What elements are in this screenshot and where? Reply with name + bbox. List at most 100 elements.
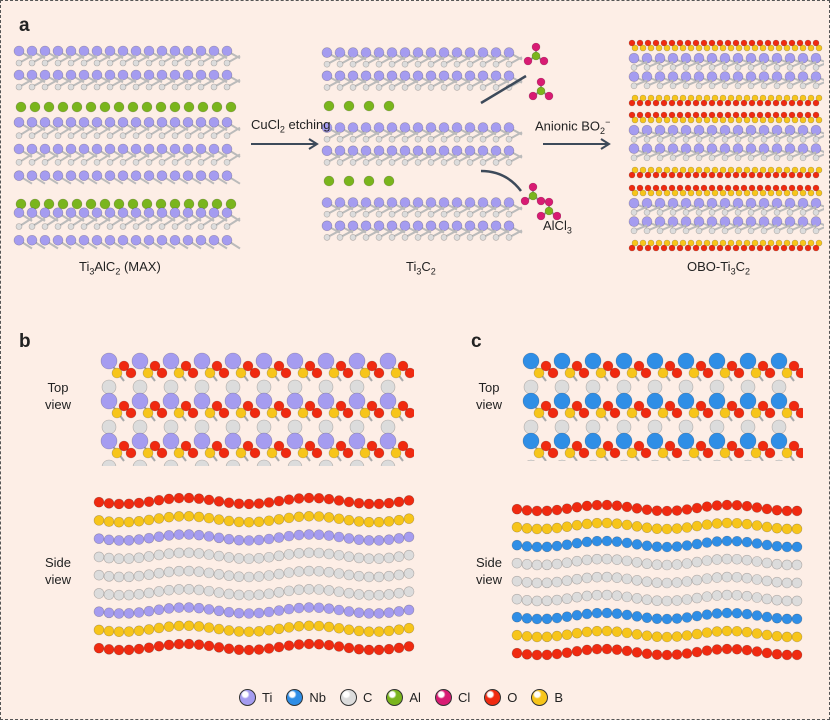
atom (223, 132, 231, 139)
atom (438, 145, 450, 157)
atom (681, 540, 693, 551)
atom (373, 407, 385, 419)
atom (636, 184, 644, 192)
atom (373, 608, 385, 619)
atom (682, 154, 690, 162)
atom (631, 647, 643, 658)
atom (526, 459, 536, 461)
atom (735, 189, 743, 197)
atom (691, 556, 703, 568)
atom (293, 529, 305, 541)
atom (243, 571, 255, 583)
atom (143, 117, 155, 128)
atom (671, 505, 683, 516)
atom (591, 571, 603, 583)
atom (505, 234, 513, 241)
atom (249, 407, 261, 419)
atom (28, 132, 36, 139)
atom (708, 432, 726, 450)
atom (333, 604, 345, 616)
atom (651, 559, 663, 570)
atom (118, 440, 130, 452)
atom (311, 447, 323, 459)
atom (788, 440, 800, 452)
atom (343, 533, 355, 544)
atom (654, 197, 666, 209)
atom (466, 84, 474, 91)
atom (113, 608, 125, 619)
atom (171, 83, 179, 91)
c-side-view-structure (511, 499, 803, 661)
atom (641, 52, 653, 64)
atom (52, 207, 64, 219)
atom (101, 419, 117, 435)
atom (654, 216, 666, 227)
atom (317, 392, 335, 410)
atom (644, 39, 652, 47)
atom (100, 352, 118, 370)
atom (664, 360, 676, 372)
etching-label: CuCl2 etching (251, 117, 331, 135)
atom (386, 197, 398, 208)
atom (654, 124, 666, 136)
atom (595, 367, 607, 379)
atom (647, 44, 655, 52)
atom (780, 244, 788, 252)
atom (511, 557, 523, 569)
atom (323, 84, 331, 91)
atom (795, 447, 803, 459)
atom (727, 166, 735, 174)
atom (771, 419, 787, 435)
atom (716, 111, 724, 119)
atom (631, 539, 643, 550)
atom (321, 197, 333, 208)
atom (145, 59, 153, 67)
atom (479, 84, 487, 91)
atom (716, 99, 724, 107)
atom (663, 94, 671, 102)
atom (119, 59, 127, 67)
atom (511, 503, 523, 515)
atom (303, 529, 315, 540)
atom (353, 589, 365, 600)
atom (528, 91, 538, 101)
atom (383, 643, 395, 655)
atom (687, 116, 695, 124)
atom (145, 159, 153, 166)
atom (156, 407, 168, 419)
atom (601, 643, 613, 655)
atom (163, 548, 175, 559)
atom (739, 352, 757, 370)
atom (651, 631, 663, 642)
atom (709, 379, 725, 395)
atom (646, 392, 664, 410)
atom (631, 116, 639, 124)
atom (193, 493, 205, 504)
atom (253, 571, 265, 582)
atom (721, 64, 729, 71)
atom (343, 496, 355, 508)
atom (695, 116, 703, 124)
atom (628, 184, 636, 192)
atom (263, 551, 275, 563)
atom (611, 554, 623, 565)
atom (133, 552, 145, 564)
atom (427, 60, 435, 68)
atom (652, 244, 660, 252)
atom (203, 640, 215, 652)
atom (732, 216, 744, 227)
atom (544, 206, 554, 216)
atom (149, 400, 161, 412)
atom (104, 117, 116, 128)
atom (113, 498, 125, 510)
atom (687, 44, 695, 52)
atom (303, 510, 315, 522)
atom (631, 611, 643, 622)
atom (323, 135, 331, 143)
atom (293, 639, 305, 650)
atom (626, 407, 638, 419)
atom (784, 143, 796, 154)
atom (716, 171, 724, 179)
atom (760, 227, 768, 235)
atom (771, 576, 783, 588)
